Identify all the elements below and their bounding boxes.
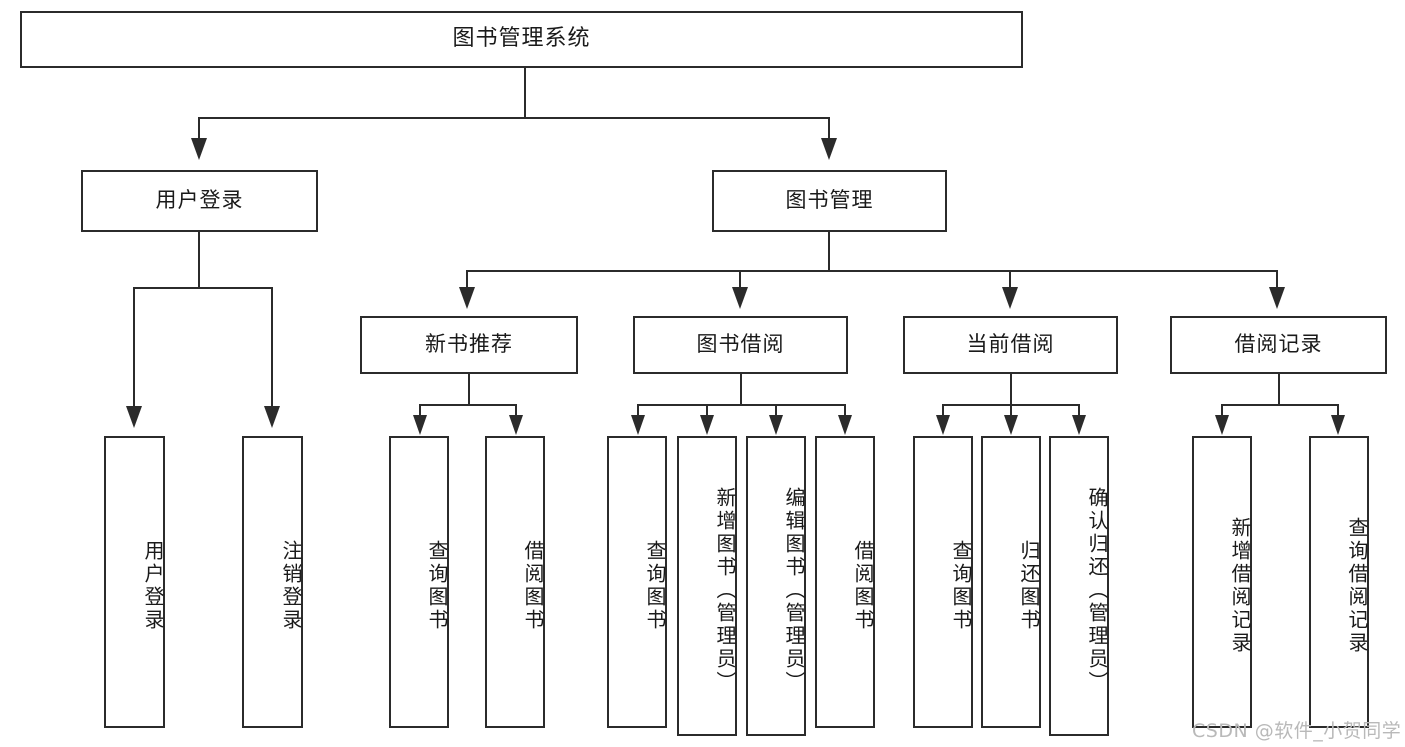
leaf-bb-borrow-book[interactable]: 借阅图书 (815, 436, 875, 728)
node-book-management[interactable]: 图书管理 (712, 170, 947, 232)
arrowhead-br-query-record (1331, 415, 1345, 435)
leaf-cb-query-book[interactable]: 查询图书 (913, 436, 973, 728)
edge-book-manage-stem (828, 232, 830, 271)
edge-br-to-leaf-1 (1221, 404, 1223, 416)
leaf-label: 查询图书 (425, 540, 449, 632)
edge-cb-stem (1010, 374, 1012, 405)
edge-bm-to-new-book (466, 270, 468, 288)
leaf-label: 新增借阅记录 (1228, 517, 1252, 655)
node-book-borrow[interactable]: 图书借阅 (633, 316, 848, 374)
edge-nbr-to-leaf-2 (515, 404, 517, 416)
edge-root-stem (524, 68, 526, 118)
leaf-br-query-record[interactable]: 查询借阅记录 (1309, 436, 1369, 728)
edge-br-stem (1278, 374, 1280, 405)
leaf-label: 查询图书 (643, 540, 667, 632)
edge-nbr-stem (468, 374, 470, 405)
node-current-borrow[interactable]: 当前借阅 (903, 316, 1118, 374)
edge-user-login-to-leaf-1 (133, 287, 135, 407)
arrowhead-book-borrow (732, 287, 748, 309)
edge-br-bus (1221, 404, 1339, 406)
edge-bb-to-leaf-4 (844, 404, 846, 416)
leaf-label: 查询借阅记录 (1345, 517, 1369, 655)
leaf-label: 借阅图书 (521, 540, 545, 632)
edge-user-login-bus (133, 287, 273, 289)
edge-bb-bus (637, 404, 845, 406)
leaf-label: 借阅图书 (851, 540, 875, 632)
edge-root-to-book-manage (828, 117, 830, 139)
edge-br-to-leaf-2 (1337, 404, 1339, 416)
node-label: 图书管理 (785, 188, 874, 213)
edge-user-login-to-leaf-2 (271, 287, 273, 407)
leaf-label: 确认归还（管理员） (1085, 486, 1109, 694)
leaf-user-login[interactable]: 用户登录 (104, 436, 165, 728)
edge-cb-to-leaf-2 (1010, 404, 1012, 416)
arrowhead-cb-confirm-return (1072, 415, 1086, 435)
arrowhead-leaf-user-login (126, 406, 142, 428)
node-new-book-recommend[interactable]: 新书推荐 (360, 316, 578, 374)
leaf-label: 编辑图书（管理员） (782, 486, 806, 694)
edge-book-manage-bus (466, 270, 1278, 272)
csdn-watermark: CSDN @软件_小贺同学 (1192, 720, 1402, 742)
edge-cb-to-leaf-3 (1078, 404, 1080, 416)
leaf-bb-add-book-admin[interactable]: 新增图书（管理员） (677, 436, 737, 736)
node-label: 借阅记录 (1234, 332, 1323, 357)
edge-bm-to-book-borrow (739, 270, 741, 288)
node-label: 图书借阅 (696, 332, 785, 357)
leaf-br-add-record[interactable]: 新增借阅记录 (1192, 436, 1252, 728)
arrowhead-cb-query-book (936, 415, 950, 435)
node-label: 新书推荐 (425, 332, 513, 357)
arrowhead-borrow-record (1269, 287, 1285, 309)
leaf-bb-edit-book-admin[interactable]: 编辑图书（管理员） (746, 436, 806, 736)
arrowhead-book-manage (821, 138, 837, 160)
edge-cb-to-leaf-1 (942, 404, 944, 416)
arrowhead-nbr-borrow-book (509, 415, 523, 435)
edge-bb-stem (740, 374, 742, 405)
edge-bm-to-current-borrow (1009, 270, 1011, 288)
leaf-label: 查询图书 (949, 540, 973, 632)
arrowhead-cb-return-book (1004, 415, 1018, 435)
arrowhead-bb-borrow-book (838, 415, 852, 435)
node-root-library-system[interactable]: 图书管理系统 (20, 11, 1023, 68)
edge-nbr-to-leaf-1 (419, 404, 421, 416)
arrowhead-bb-edit-book (769, 415, 783, 435)
edge-bb-to-leaf-2 (706, 404, 708, 416)
node-label: 图书管理系统 (452, 26, 591, 52)
leaf-cb-return-book[interactable]: 归还图书 (981, 436, 1041, 728)
edge-root-bus (198, 117, 830, 119)
edge-bb-to-leaf-3 (775, 404, 777, 416)
arrowhead-br-add-record (1215, 415, 1229, 435)
leaf-label: 归还图书 (1017, 540, 1041, 632)
leaf-bb-query-book[interactable]: 查询图书 (607, 436, 667, 728)
arrowhead-nbr-query-book (413, 415, 427, 435)
node-label: 用户登录 (155, 188, 244, 213)
arrowhead-new-book-recommend (459, 287, 475, 309)
edge-user-login-stem (198, 232, 200, 288)
edge-bm-to-borrow-record (1276, 270, 1278, 288)
edge-root-to-user-login (198, 117, 200, 139)
node-borrow-record[interactable]: 借阅记录 (1170, 316, 1387, 374)
leaf-nbr-borrow-book[interactable]: 借阅图书 (485, 436, 545, 728)
leaf-nbr-query-book[interactable]: 查询图书 (389, 436, 449, 728)
leaf-label: 用户登录 (141, 540, 165, 632)
edge-bb-to-leaf-1 (637, 404, 639, 416)
arrowhead-user-login (191, 138, 207, 160)
arrowhead-leaf-logout (264, 406, 280, 428)
leaf-label: 注销登录 (279, 540, 303, 632)
leaf-cb-confirm-return-admin[interactable]: 确认归还（管理员） (1049, 436, 1109, 736)
arrowhead-current-borrow (1002, 287, 1018, 309)
arrowhead-bb-query-book (631, 415, 645, 435)
node-user-login[interactable]: 用户登录 (81, 170, 318, 232)
edge-nbr-bus (419, 404, 517, 406)
leaf-logout[interactable]: 注销登录 (242, 436, 303, 728)
node-label: 当前借阅 (966, 332, 1055, 357)
arrowhead-bb-add-book (700, 415, 714, 435)
leaf-label: 新增图书（管理员） (713, 486, 737, 694)
